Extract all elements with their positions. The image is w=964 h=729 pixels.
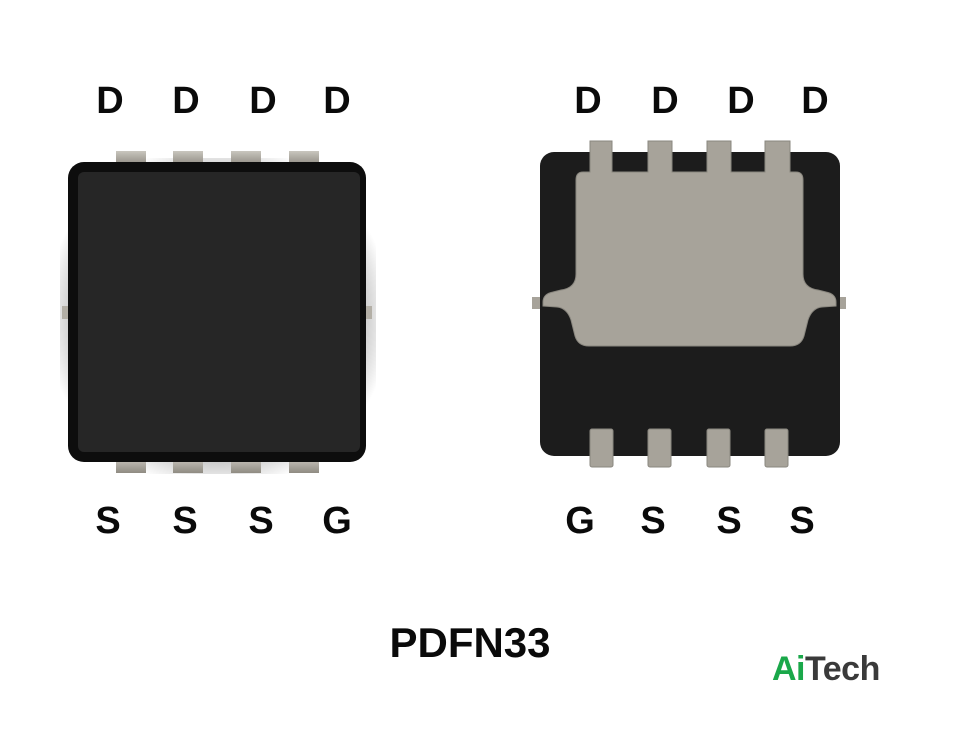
top-view-side-tab-left [62, 306, 72, 319]
bottom-view-lead-bottom-2 [647, 428, 672, 468]
top-view-side-tab-right [362, 306, 372, 319]
brand-logo-part1: Ai [772, 650, 806, 688]
top-view-pin-label-5: S [95, 500, 121, 542]
top-view-lead-top-3 [231, 151, 261, 165]
top-view-body-top-face [78, 172, 360, 452]
top-view-pin-label-1: D [96, 80, 124, 122]
top-view-pin-label-2: D [172, 80, 200, 122]
bottom-view-lead-bottom-1 [589, 428, 614, 468]
top-view-pin-label-7: S [248, 500, 274, 542]
top-view-lead-top-2 [173, 151, 203, 165]
bottom-view-pin-label-3: D [727, 80, 755, 122]
bottom-view-package [532, 140, 846, 468]
bottom-view-lead-bottom-4 [764, 428, 789, 468]
bottom-view-drain-pad [542, 140, 837, 347]
bottom-view-pin-label-5: G [565, 500, 595, 542]
top-view-pin-label-8: G [322, 500, 352, 542]
brand-logo-part2: Tech [805, 650, 880, 688]
bottom-view-lead-bottom-3 [706, 428, 731, 468]
package-name: PDFN33 [389, 619, 551, 666]
top-view-package [60, 151, 376, 474]
bottom-view-pin-label-2: D [651, 80, 679, 122]
bottom-view-pin-label-7: S [716, 500, 742, 542]
top-view-pin-label-4: D [323, 80, 351, 122]
top-view-pin-label-3: D [249, 80, 277, 122]
bottom-view-pin-label-6: S [640, 500, 666, 542]
bottom-view-pin-label-1: D [574, 80, 602, 122]
top-view-pin-label-6: S [172, 500, 198, 542]
bottom-view-pin-label-4: D [801, 80, 829, 122]
brand-logo: AiTech [772, 652, 880, 686]
top-view-lead-top-1 [116, 151, 146, 165]
top-view-lead-top-4 [289, 151, 319, 165]
bottom-view-pin-label-8: S [789, 500, 815, 542]
